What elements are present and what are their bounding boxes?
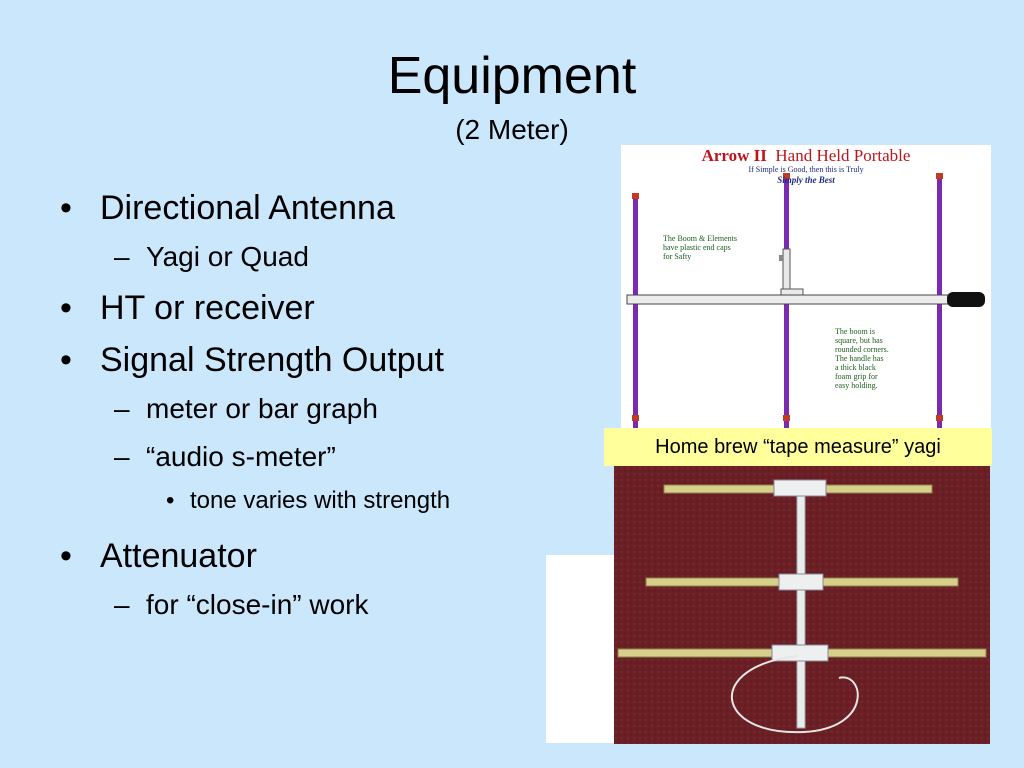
photo-caption: Home brew “tape measure” yagi <box>604 428 992 466</box>
element-cap <box>783 173 790 179</box>
sub-bullet-item: – Yagi or Quad <box>58 240 598 274</box>
element-cap <box>632 193 639 199</box>
bullet-mark: • <box>166 487 175 514</box>
slide-subtitle: (2 Meter) <box>455 114 569 145</box>
note-line: square, but has <box>835 336 883 345</box>
note-line: easy holding. <box>835 381 878 390</box>
element-cap <box>936 173 943 179</box>
dash-mark: – <box>114 589 130 620</box>
feed-connector <box>782 248 791 294</box>
note-left: The Boom & Elements have plastic end cap… <box>663 234 737 261</box>
bullet-text: Directional Antenna <box>100 189 395 227</box>
element-cap <box>936 415 943 421</box>
arrow-title-rest: Hand Held Portable <box>775 146 911 165</box>
element-cap <box>783 415 790 421</box>
pvc-boom <box>796 481 806 729</box>
bullet-text: Signal Strength Output <box>100 341 445 379</box>
arrow-title: Arrow II Hand Held Portable <box>621 147 991 165</box>
note-line: The boom is <box>835 327 875 336</box>
dash-mark: – <box>114 241 130 272</box>
bullet-mark: • <box>60 341 72 379</box>
sub-bullet-item: – “audio s-meter” <box>58 440 598 474</box>
slide-title: Equipment <box>387 47 637 105</box>
sub-bullet-text: Yagi or Quad <box>146 241 309 272</box>
bullet-mark: • <box>60 289 72 327</box>
note-line: foam grip for <box>835 372 878 381</box>
arrow-brand: Arrow II <box>701 146 767 165</box>
sub-sub-bullet-item: • tone varies with strength <box>58 486 598 516</box>
arrow-header: Arrow II Hand Held Portable If Simple is… <box>621 145 991 186</box>
note-right: The boom is square, but has rounded corn… <box>835 327 889 390</box>
sub-bullet-text: “audio s-meter” <box>146 441 336 472</box>
pvc-tee <box>773 479 827 497</box>
coax-cable <box>731 655 859 734</box>
bullet-text: Attenuator <box>100 537 257 575</box>
feed-connector <box>779 255 783 261</box>
antenna-element <box>633 195 638 430</box>
note-line: a thick black <box>835 363 876 372</box>
arrow-tagline: If Simple is Good, then this is Truly <box>748 165 864 174</box>
sub-sub-bullet-text: tone varies with strength <box>190 487 451 514</box>
pvc-tee <box>778 573 824 591</box>
bullet-item: • Directional Antenna <box>58 188 598 228</box>
sub-bullet-item: – for “close-in” work <box>58 588 598 622</box>
element-cap <box>632 415 639 421</box>
bullet-list: • Directional Antenna – Yagi or Quad • H… <box>58 188 598 636</box>
sub-bullet-item: – meter or bar graph <box>58 392 598 426</box>
handle-grip <box>947 292 985 307</box>
note-line: The Boom & Elements <box>663 234 737 243</box>
white-backing <box>546 555 616 743</box>
antenna-diagram <box>626 173 985 430</box>
dash-mark: – <box>114 393 130 424</box>
yagi-photo-drawing <box>614 466 990 744</box>
boom <box>626 294 963 305</box>
bullet-item: • Attenuator <box>58 536 598 576</box>
arrow-tagline-emph: Simply the Best <box>777 175 835 185</box>
sub-bullet-text: meter or bar graph <box>146 393 378 424</box>
note-line: rounded corners. <box>835 345 889 354</box>
note-line: have plastic end caps <box>663 243 731 252</box>
dash-mark: – <box>114 441 130 472</box>
feed-mount <box>780 288 804 296</box>
arrow-antenna-image: Arrow II Hand Held Portable If Simple is… <box>621 145 991 430</box>
homebrew-yagi-photo <box>614 466 990 744</box>
note-line: The handle has <box>835 354 884 363</box>
bullet-mark: • <box>60 189 72 227</box>
bullet-mark: • <box>60 537 72 575</box>
bullet-item: • HT or receiver <box>58 288 598 328</box>
note-line: for Safty <box>663 252 692 261</box>
bullet-item: • Signal Strength Output <box>58 340 598 380</box>
sub-bullet-text: for “close-in” work <box>146 589 369 620</box>
bullet-text: HT or receiver <box>100 289 315 327</box>
